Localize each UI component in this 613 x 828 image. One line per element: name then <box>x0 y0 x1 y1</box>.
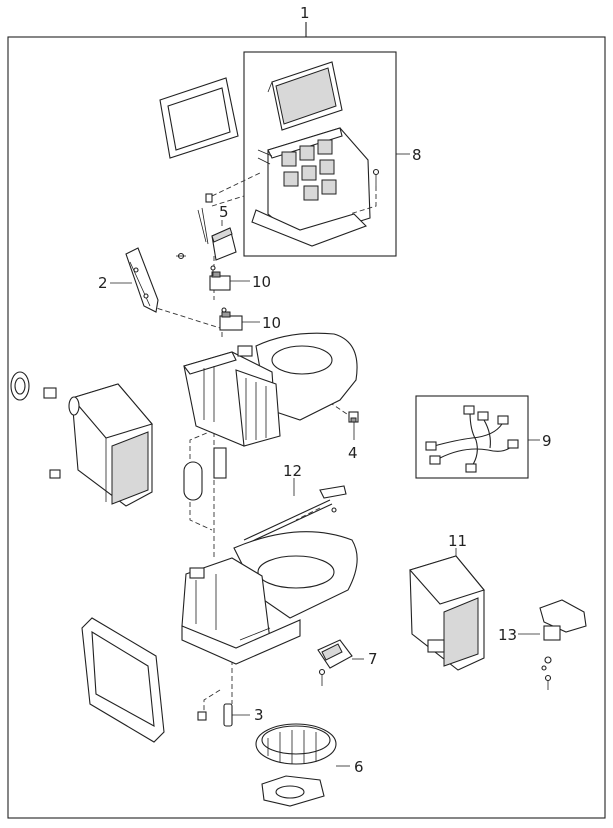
main-upper-case <box>183 332 358 447</box>
callout-2: 2 <box>98 274 108 292</box>
blower-motor-6 <box>255 723 337 807</box>
upper-case-assembly <box>251 127 380 247</box>
clip-4 <box>348 411 359 423</box>
filter-gasket-top <box>159 77 239 159</box>
case-seal <box>183 447 227 501</box>
callout-4: 4 <box>348 444 358 462</box>
callout-13: 13 <box>498 626 517 644</box>
actuator-5 <box>176 193 237 261</box>
callout-3: 3 <box>254 706 264 724</box>
callout-6: 6 <box>354 758 364 776</box>
callout-10-upper: 10 <box>252 273 271 291</box>
lower-case <box>181 531 358 665</box>
actuator-10-lower <box>219 307 243 331</box>
callout-7: 7 <box>368 650 378 668</box>
temperature-sensor-12 <box>243 485 347 545</box>
evaporator-core <box>10 371 153 507</box>
bracket-2 <box>125 247 159 313</box>
actuator-lever-13 <box>539 599 587 690</box>
filter-gasket-bottom <box>81 617 165 743</box>
callout-9: 9 <box>542 432 552 450</box>
drain-hose-3 <box>197 703 233 727</box>
callout-8: 8 <box>412 146 422 164</box>
callout-11: 11 <box>448 532 467 550</box>
harness-box-9 <box>415 395 529 479</box>
actuator-10-upper <box>209 265 231 291</box>
wiring-harness-9 <box>425 405 519 473</box>
callout-1: 1 <box>300 4 310 22</box>
bracket-7 <box>317 639 353 686</box>
heater-core-11 <box>409 555 485 671</box>
callout-10-lower: 10 <box>262 314 281 332</box>
callout-12: 12 <box>283 462 302 480</box>
air-filter <box>267 61 343 131</box>
callout-5: 5 <box>219 203 229 221</box>
